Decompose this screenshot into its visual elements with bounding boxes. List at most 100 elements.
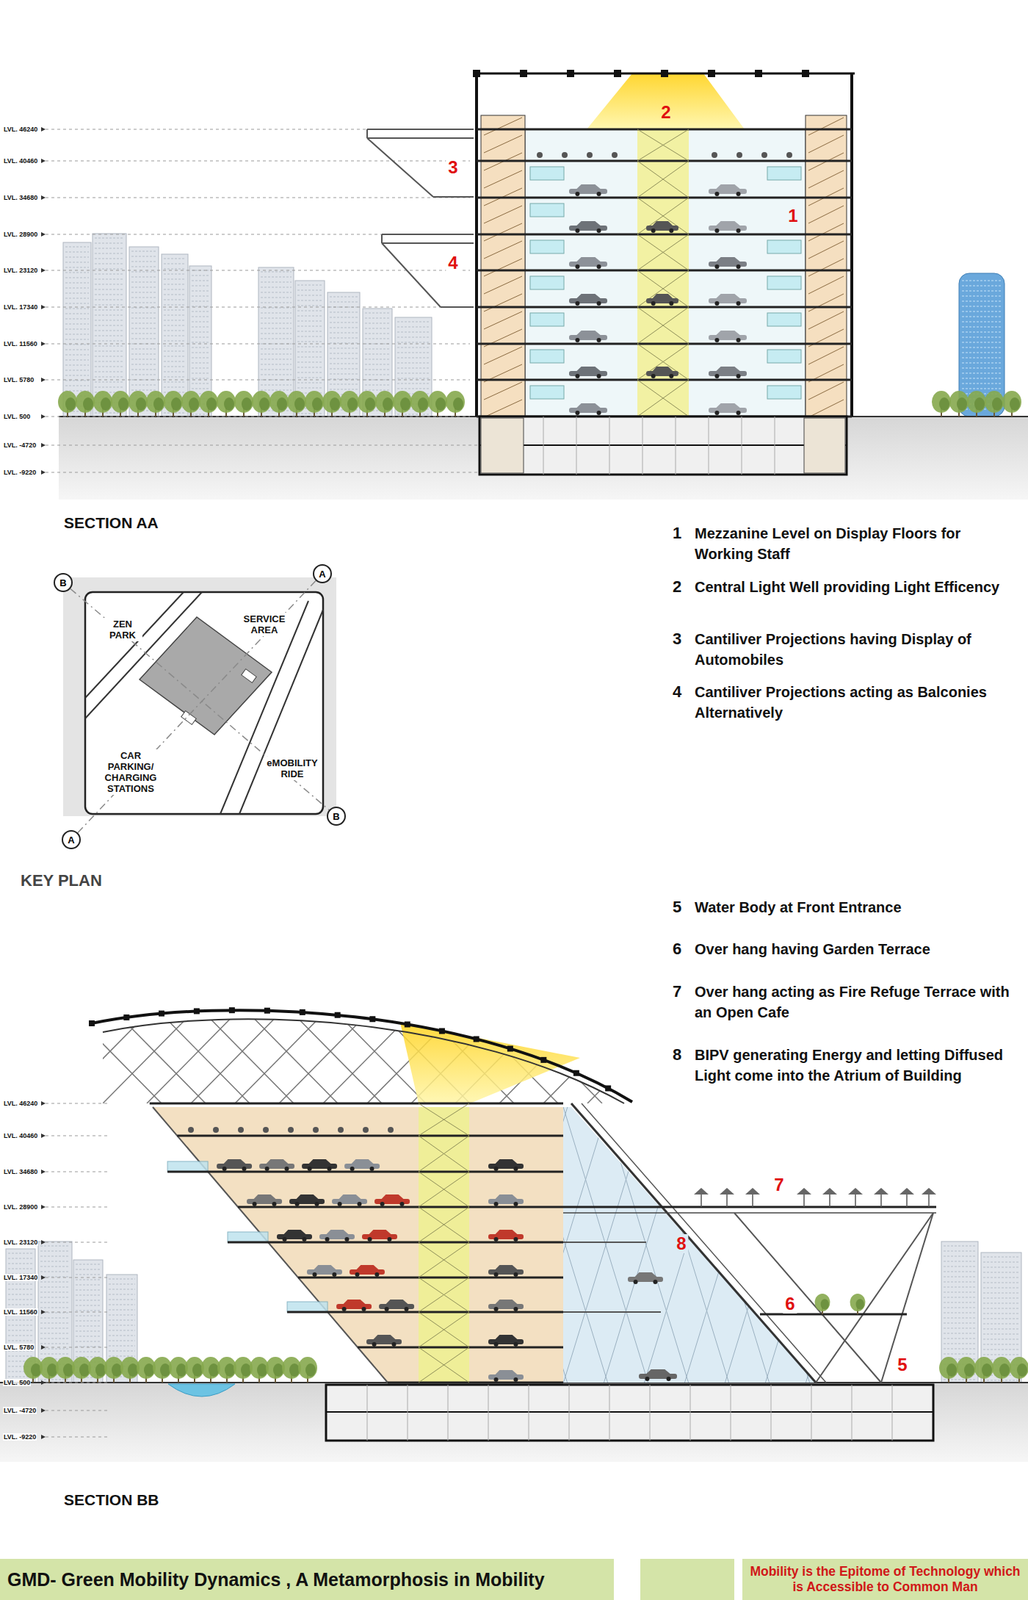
tower-windows bbox=[329, 337, 358, 339]
tower-windows bbox=[94, 309, 125, 311]
tower-windows bbox=[94, 365, 125, 368]
roof-node bbox=[439, 1028, 445, 1034]
car-cabin bbox=[356, 1264, 379, 1269]
marker-letter: B bbox=[332, 810, 340, 822]
roof-node bbox=[334, 1011, 341, 1018]
tower-windows bbox=[943, 1244, 976, 1247]
tower-windows bbox=[75, 1283, 101, 1285]
tower-windows bbox=[65, 317, 89, 320]
cantilever-chord bbox=[381, 233, 474, 235]
tower-windows bbox=[163, 314, 186, 316]
bracing bbox=[637, 129, 689, 161]
tree-canopy bbox=[1002, 390, 1022, 413]
tree-canopy bbox=[410, 390, 430, 413]
tower-windows bbox=[191, 387, 210, 390]
basement-column bbox=[569, 1384, 570, 1440]
lattice-member bbox=[146, 998, 250, 1103]
tower-windows bbox=[163, 288, 186, 291]
tower-windows bbox=[94, 257, 125, 260]
tree-canopy bbox=[58, 390, 78, 413]
tree-canopy bbox=[223, 397, 235, 411]
tower-windows bbox=[961, 305, 1002, 307]
tower-windows bbox=[983, 1353, 1020, 1355]
mezzanine bbox=[767, 349, 802, 363]
overhang-slab bbox=[563, 1205, 937, 1208]
car-wheel bbox=[513, 1236, 518, 1241]
tower-windows bbox=[8, 1251, 34, 1254]
tower-windows bbox=[961, 310, 1002, 313]
note-text: Mezzanine Level on Display Floors for Wo… bbox=[694, 522, 1022, 564]
floor-slab bbox=[298, 1276, 564, 1279]
car-cabin bbox=[351, 1158, 374, 1164]
section-marker: A bbox=[61, 829, 81, 849]
tower-windows bbox=[983, 1322, 1020, 1324]
bracing bbox=[637, 343, 689, 380]
stair-flight bbox=[483, 117, 523, 136]
bracing bbox=[637, 379, 689, 417]
car-wheel bbox=[651, 228, 656, 233]
mezzanine bbox=[767, 240, 802, 254]
column bbox=[475, 73, 479, 417]
floor-slab bbox=[476, 269, 852, 272]
car-wheel bbox=[596, 373, 602, 379]
car-cabin bbox=[652, 221, 673, 226]
car bbox=[374, 1198, 410, 1204]
roof-node bbox=[605, 1084, 611, 1091]
car-cabin bbox=[715, 293, 740, 299]
tower-windows bbox=[65, 256, 89, 258]
tower-windows bbox=[397, 346, 430, 349]
tower-windows bbox=[131, 317, 157, 319]
tree-canopy bbox=[417, 397, 429, 411]
tower-windows bbox=[260, 337, 292, 340]
car-cabin bbox=[495, 1369, 518, 1374]
tower-windows bbox=[163, 329, 186, 332]
tower-windows bbox=[108, 1313, 136, 1316]
level-marker bbox=[41, 1168, 46, 1174]
tree-canopy bbox=[269, 390, 289, 413]
tower-windows bbox=[260, 312, 292, 314]
tree-canopy bbox=[251, 390, 271, 413]
tower-windows bbox=[983, 1296, 1020, 1299]
car bbox=[488, 1373, 524, 1379]
cafe-table bbox=[287, 1126, 294, 1133]
stair-core bbox=[804, 417, 846, 473]
callout-number: 6 bbox=[782, 1293, 797, 1313]
level-line bbox=[45, 1206, 111, 1208]
cantilever-chord bbox=[433, 196, 474, 198]
tower-windows bbox=[65, 271, 89, 274]
car bbox=[638, 1373, 678, 1379]
level-label: LVL. 17340 bbox=[2, 303, 39, 311]
car-wheel bbox=[714, 410, 719, 415]
tower-windows bbox=[961, 377, 1002, 379]
car-wheel bbox=[372, 1341, 377, 1346]
tower-windows bbox=[191, 300, 210, 302]
level-line bbox=[45, 197, 470, 199]
tower-windows bbox=[364, 353, 390, 355]
umbrella bbox=[899, 1187, 915, 1194]
level-marker bbox=[41, 1379, 46, 1385]
car bbox=[259, 1163, 295, 1169]
level-line bbox=[45, 160, 470, 162]
bracing bbox=[637, 270, 689, 307]
tower-windows bbox=[94, 252, 125, 255]
tree-canopy bbox=[273, 1362, 284, 1377]
stair-flight bbox=[483, 346, 523, 365]
level-line bbox=[45, 1409, 111, 1411]
tower-windows bbox=[943, 1337, 976, 1339]
sheet-title: GMD- Green Mobility Dynamics , A Metamor… bbox=[7, 1568, 545, 1590]
tree-canopy bbox=[382, 397, 393, 411]
roof-node bbox=[264, 1007, 271, 1014]
tree-canopy bbox=[95, 1362, 106, 1377]
level-marker bbox=[41, 127, 46, 132]
level-label: LVL. 5780 bbox=[2, 375, 35, 384]
tower-windows bbox=[40, 1316, 70, 1319]
tower-windows bbox=[131, 265, 157, 268]
basement-column bbox=[851, 1384, 853, 1440]
tower-windows bbox=[297, 371, 323, 374]
tower-windows bbox=[329, 388, 358, 390]
footer-bar bbox=[640, 1558, 735, 1600]
car-wheel bbox=[714, 337, 719, 343]
tree-canopy bbox=[118, 397, 129, 411]
level-marker bbox=[41, 341, 46, 346]
bracing bbox=[418, 1346, 470, 1382]
